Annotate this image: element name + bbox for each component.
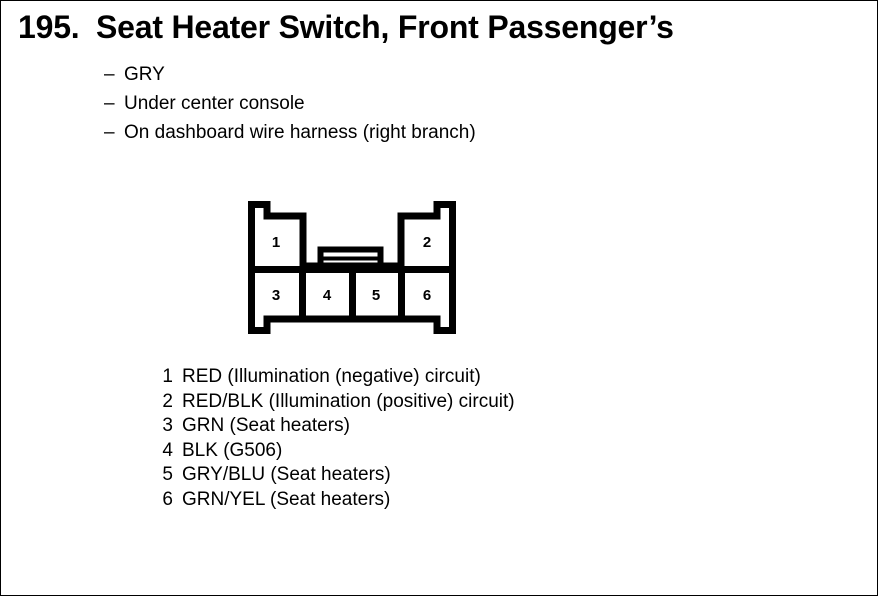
pin-legend-index: 4	[162, 439, 173, 461]
note-item-label: On dashboard wire harness (right branch)	[124, 122, 476, 143]
connector-drawing: 1 2 3 4 5 6	[248, 201, 456, 334]
connector-pin-number-6: 6	[423, 287, 431, 304]
pin-legend-row: 5 GRY/BLU (Seat heaters)	[155, 463, 515, 488]
connector-body-outline	[248, 201, 456, 334]
pin-legend-list: 1 RED (Illumination (negative) circuit) 2…	[155, 365, 515, 513]
page-title-text: Seat Heater Switch, Front Passenger’s	[96, 9, 674, 45]
connector-pin-number-3: 3	[272, 287, 280, 304]
note-item: –Under center console	[104, 89, 476, 118]
center-latch-tab-icon	[317, 246, 384, 270]
connector-pin-number-2: 2	[423, 234, 431, 251]
page-title: 195. Seat Heater Switch, Front Passenger’…	[18, 9, 674, 46]
pin-legend-row: 4 BLK (G506)	[155, 439, 515, 464]
connector-pin-number-5: 5	[372, 287, 380, 304]
connector-pin-number-4: 4	[323, 287, 332, 304]
note-item-label: Under center console	[124, 93, 305, 114]
page-title-number: 195.	[18, 9, 80, 45]
pin-legend-index: 1	[162, 366, 173, 387]
pin-legend-description: GRN/YEL (Seat heaters)	[182, 488, 391, 510]
connector-diagram: 1 2 3 4 5 6	[248, 201, 456, 334]
notes-list: –GRY –Under center console –On dashboard…	[104, 60, 476, 147]
pin-legend-description: BLK (G506)	[182, 439, 283, 461]
pin-legend-row: 2 RED/BLK (Illumination (positive) circui…	[155, 390, 515, 415]
pin-legend-row: 3 GRN (Seat heaters)	[155, 414, 515, 439]
pin-legend-index: 2	[162, 390, 173, 412]
note-dash-icon: –	[104, 122, 115, 143]
pin-legend-description: RED/BLK (Illumination (positive) circuit…	[182, 390, 515, 412]
note-item: –On dashboard wire harness (right branch…	[104, 118, 476, 147]
pin-legend-description: GRY/BLU (Seat heaters)	[182, 464, 391, 486]
pin-legend-index: 5	[162, 464, 173, 486]
pin-legend-row: 1 RED (Illumination (negative) circuit)	[155, 365, 515, 390]
pin-legend-description: RED (Illumination (negative) circuit)	[182, 366, 481, 387]
note-dash-icon: –	[104, 64, 115, 85]
pin-legend-row: 6 GRN/YEL (Seat heaters)	[155, 488, 515, 513]
note-item-label: GRY	[124, 64, 165, 85]
pin-legend-description: GRN (Seat heaters)	[182, 415, 350, 437]
pin-legend-index: 6	[162, 488, 173, 510]
pin-legend-index: 3	[162, 415, 173, 437]
connector-pin-number-1: 1	[272, 234, 280, 251]
note-dash-icon: –	[104, 93, 115, 114]
note-item: –GRY	[104, 60, 476, 89]
